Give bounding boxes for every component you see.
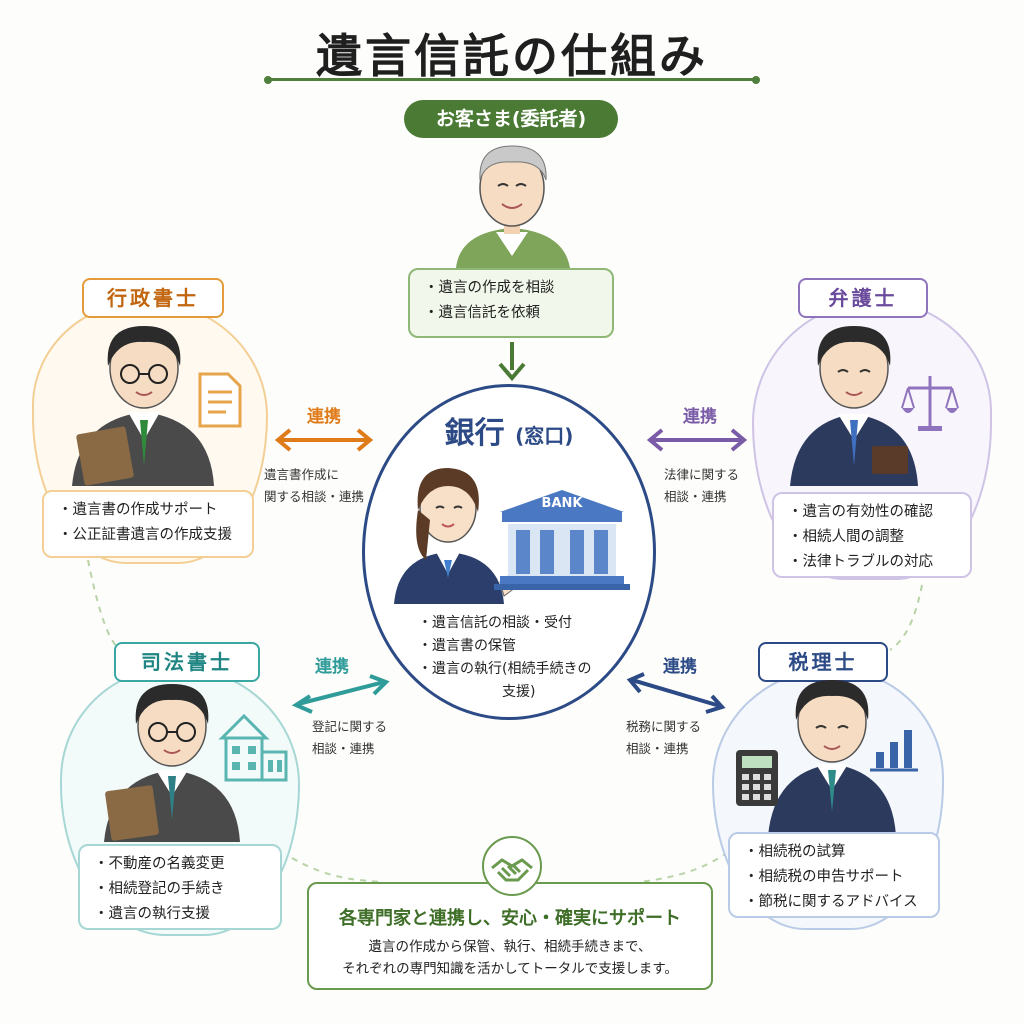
zeiri-item: 相続税の申告サポート [744,865,928,890]
gyosei-link-note-line: 関する相談・連携 [264,489,365,504]
zeiri-item: 相続税の試算 [744,840,928,865]
shiho-box: 不動産の名義変更 相続登記の手続き 遺言の執行支援 [78,844,282,930]
shiho-link-note: 登記に関する 相談・連携 [312,716,387,760]
gyosei-man-icon [72,326,214,486]
client-box: 遺言の作成を相談 遺言信託を依頼 [408,268,614,338]
shiho-link-note-line: 登記に関する [312,719,388,734]
support-heading: 各専門家と連携し、安心・確実にサポート [339,908,681,929]
bengo-item: 遺言の有効性の確認 [788,500,960,525]
page-title: 遺言信託の仕組み [316,29,708,83]
bengo-link-label: 連携 [683,407,717,427]
bank-item-continuation: 支援) [502,684,536,700]
elderly-man-icon [456,145,570,268]
gyosei-item: 遺言書の作成サポート [58,498,242,523]
bank-title-sub: (窓口) [515,424,574,448]
bengo-link-note: 法律に関する 相談・連携 [664,464,739,508]
bank-item: 遺言信託の相談・受付 [418,612,591,635]
shiho-man-icon [104,684,240,842]
dashed-connector-bottom-right [639,851,729,883]
zeiri-link-note-line: 相談・連携 [626,741,689,756]
bank-building-icon [494,490,630,590]
zeiri-item: 節税に関するアドバイス [744,890,928,915]
shiho-item: 遺言の執行支援 [94,902,270,927]
support-body-line: 遺言の作成から保管、執行、相続手続きまで、 [368,939,652,955]
handshake-icon [491,858,533,882]
document-icon [198,372,242,428]
gyosei-box: 遺言書の作成サポート 公正証書遺言の作成支援 [42,490,254,558]
gyosei-link-note: 遺言書作成に 関する相談・連携 [264,464,364,508]
shiho-item: 不動産の名義変更 [94,852,270,877]
gyosei-link-note-line: 遺言書作成に [264,467,340,482]
zeiri-link-note: 税務に関する 相談・連携 [626,716,701,760]
zeiri-man-icon [768,680,896,836]
bank-services: 遺言信託の相談・受付 遺言書の保管 遺言の執行(相続手続きの 支援) [418,612,591,704]
bank-item: 遺言の執行(相続手続きの [418,658,591,681]
bar-chart-icon [870,730,918,772]
bengo-title: 弁護士 [798,278,928,318]
bank-item: 遺言書の保管 [418,635,591,658]
client-item: 遺言信託を依頼 [424,301,602,326]
shiho-title: 司法書士 [114,642,260,682]
bengo-link-note-line: 相談・連携 [664,489,727,504]
building-icon [218,713,288,782]
title-rule-dot-right [752,76,760,84]
zeiri-link-note-line: 税務に関する [626,719,702,734]
shiho-item: 相続登記の手続き [94,877,270,902]
bengo-item: 法律トラブルの対応 [788,550,960,575]
scales-icon [901,376,959,431]
zeiri-box: 相続税の試算 相続税の申告サポート 節税に関するアドバイス [728,832,940,918]
bank-title-main: 銀行 [444,416,505,451]
title-underline [268,78,756,81]
bank-title: 銀行 (窓口) [362,408,656,452]
bank-staff-icon [394,468,543,604]
support-body-line: それぞれの専門知識を活かしてトータルで支援します。 [342,961,678,977]
shiho-link-label: 連携 [315,657,349,677]
zeiri-title: 税理士 [758,642,888,682]
calculator-icon [736,750,778,806]
bengo-link-note-line: 法律に関する [664,467,740,482]
dashed-connector-bottom-left [291,857,381,883]
zeiri-link-label: 連携 [663,657,697,677]
handshake-badge [482,836,542,896]
gyosei-title: 行政書士 [82,278,224,318]
bengo-box: 遺言の有効性の確認 相続人間の調整 法律トラブルの対応 [772,492,972,578]
bank-sign: BANK [541,496,583,511]
title-rule-dot-left [264,76,272,84]
client-label: お客さま(委託者) [404,100,618,138]
support-body: 遺言の作成から保管、執行、相続手続きまで、 それぞれの専門知識を活かしてトータル… [309,936,711,980]
gyosei-item: 公正証書遺言の作成支援 [58,523,242,548]
dashed-connector-left [87,559,119,649]
gyosei-link-label: 連携 [307,407,341,427]
client-item: 遺言の作成を相談 [424,276,602,301]
bengo-item: 相続人間の調整 [788,525,960,550]
support-summary-box: 各専門家と連携し、安心・確実にサポート 遺言の作成から保管、執行、相続手続きまで… [307,882,713,990]
bengo-man-icon [790,326,918,486]
shiho-link-note-line: 相談・連携 [312,741,375,756]
